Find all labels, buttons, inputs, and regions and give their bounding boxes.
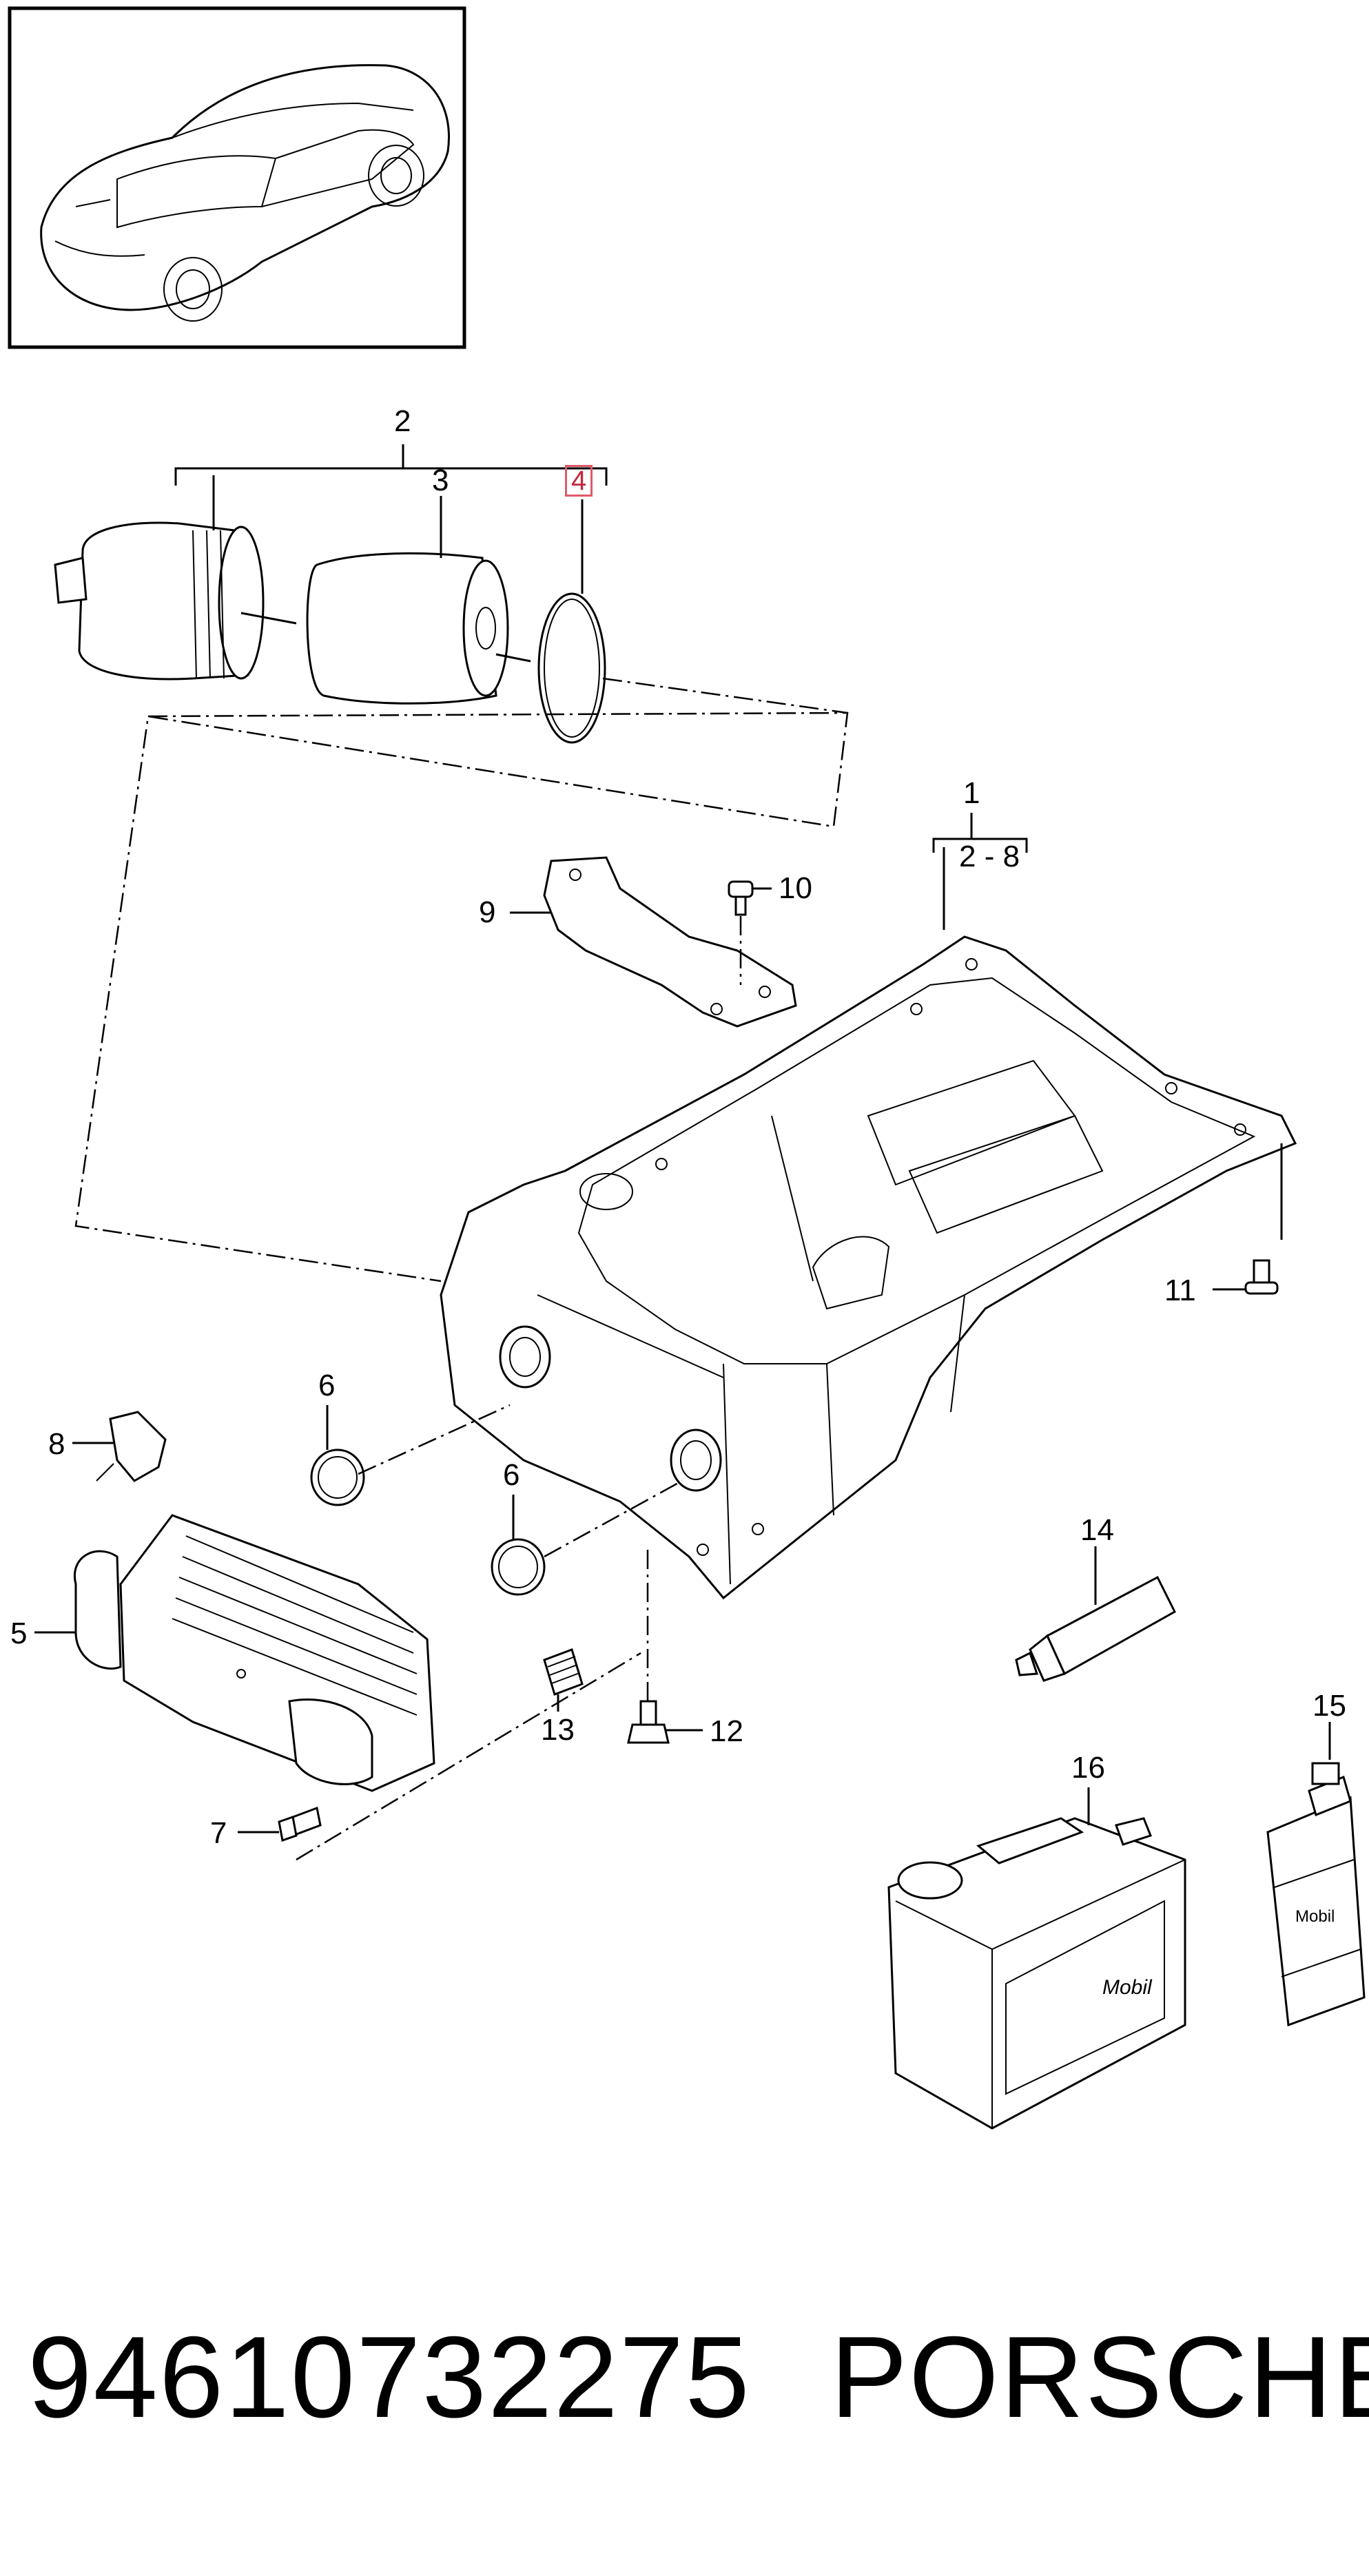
filter-element — [306, 496, 509, 705]
brand-name: PORSCHE — [830, 2312, 1369, 2442]
vehicle-thumbnail — [8, 6, 466, 349]
bolt — [278, 1806, 322, 1842]
callout-12: 12 — [710, 1714, 743, 1748]
callout-3: 3 — [432, 464, 449, 497]
callout-1: 1 — [963, 776, 980, 810]
callout-14: 14 — [1080, 1513, 1114, 1547]
callout-7: 7 — [210, 1816, 227, 1850]
oil-pan — [440, 935, 1297, 1600]
o-ring — [537, 499, 606, 744]
callout-2-8: 2 - 8 — [959, 840, 1020, 873]
gasket-ring — [491, 1538, 546, 1596]
callout-2: 2 — [394, 404, 411, 438]
gasket-ring — [310, 1448, 365, 1506]
bolt — [627, 1700, 670, 1744]
callout-6: 6 — [503, 1458, 520, 1492]
callout-11: 11 — [1164, 1274, 1196, 1307]
sealant-tube — [1015, 1575, 1176, 1682]
oil-bottle: Mobil — [1266, 1762, 1366, 2027]
bolt — [1244, 1259, 1279, 1295]
bottle-brand-label: Mobil — [1295, 1907, 1335, 1926]
callout-8: 8 — [48, 1427, 65, 1461]
part-number: 94610732275 — [28, 2312, 751, 2442]
callout-9: 9 — [479, 895, 496, 929]
bolt — [728, 880, 754, 916]
oil-filter-housing — [54, 475, 265, 681]
callout-6: 6 — [318, 1369, 336, 1402]
callout-15: 15 — [1313, 1689, 1346, 1723]
callout-16: 16 — [1071, 1751, 1105, 1785]
clip — [96, 1411, 167, 1482]
oil-canister: Mobil — [887, 1817, 1186, 2130]
plug — [543, 1648, 584, 1696]
baffle-plate — [543, 856, 797, 1028]
callout-4-highlighted: 4 — [565, 465, 593, 497]
callout-13: 13 — [541, 1713, 575, 1747]
callout-10: 10 — [779, 871, 812, 905]
oil-cooler — [74, 1514, 435, 1792]
canister-brand-label: Mobil — [1102, 1976, 1153, 1999]
callout-5: 5 — [10, 1617, 28, 1650]
